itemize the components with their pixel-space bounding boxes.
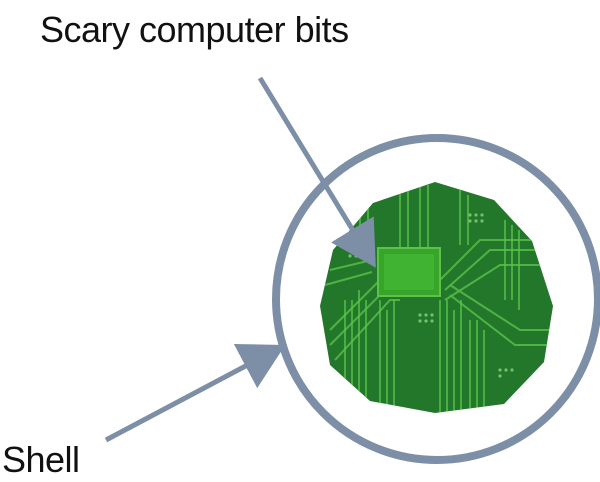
computer-bits-label: Scary computer bits xyxy=(40,9,349,50)
shell-ring xyxy=(272,134,600,464)
shell-arrow xyxy=(104,343,286,443)
circuit-board-image xyxy=(320,182,553,413)
computer-bits-arrow xyxy=(257,76,376,268)
shell-label: Shell xyxy=(2,439,80,480)
